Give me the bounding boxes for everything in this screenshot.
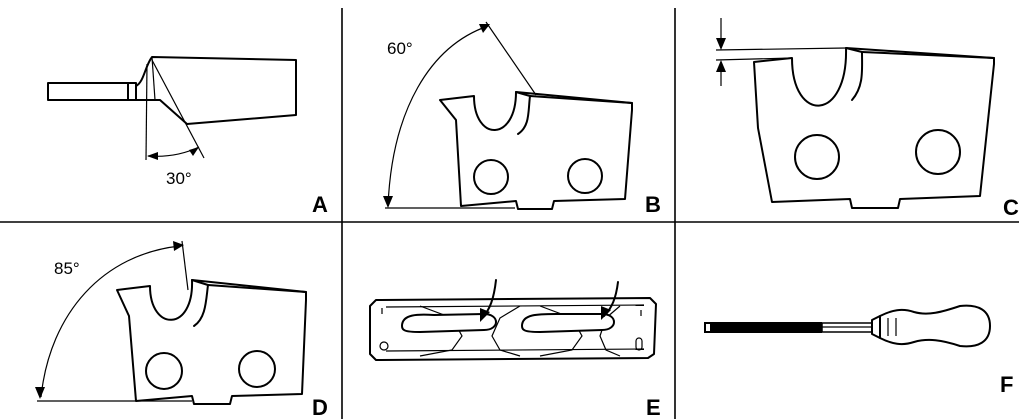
angle-85-guide	[35, 240, 192, 402]
cutter-tooth-d	[116, 279, 307, 405]
panel-label-e: E	[646, 395, 661, 419]
arrow-indicators	[480, 279, 619, 322]
panel-label-d: D	[312, 395, 328, 419]
angle-label-60: 60°	[387, 39, 413, 58]
angle-60-guide	[383, 21, 537, 209]
file-guide-tool	[369, 297, 657, 361]
panel-label-c: C	[1003, 195, 1019, 220]
angle-label-30: 30°	[166, 169, 192, 188]
panel-a: 30° A	[47, 56, 328, 217]
cutter-side-view	[47, 56, 297, 125]
panel-label-a: A	[312, 192, 328, 217]
cutter-tooth-c	[753, 47, 995, 209]
panel-label-b: B	[645, 192, 661, 217]
panel-c: C	[715, 18, 1019, 220]
round-file-with-handle	[704, 304, 991, 348]
angle-label-85: 85°	[54, 259, 80, 278]
cutter-tooth-b	[439, 91, 633, 210]
angle-30-guide	[145, 59, 205, 161]
panel-dividers	[0, 8, 1019, 419]
panel-d: 85° D	[35, 240, 328, 419]
panel-b: 60° B	[383, 21, 661, 217]
depth-gauge-guide	[715, 18, 847, 86]
panel-e: E	[369, 279, 661, 419]
panel-label-f: F	[1000, 372, 1013, 397]
panel-f: F	[704, 304, 1013, 397]
